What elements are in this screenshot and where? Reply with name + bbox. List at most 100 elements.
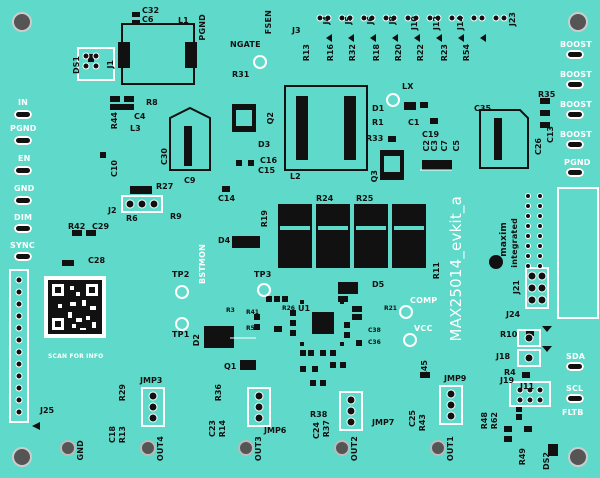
- ref-r23: R23: [440, 44, 449, 62]
- pad-label-boost-1: BOOST: [560, 40, 592, 49]
- ref-j4: J4: [322, 16, 331, 25]
- pad-label-en: EN: [18, 154, 31, 163]
- net-pgnd-top: PGND: [198, 14, 207, 41]
- pad-label-in: IN: [18, 98, 29, 107]
- brand-integrated: integrated: [510, 218, 519, 268]
- ref-c28: C28: [88, 256, 106, 265]
- out4-label: OUT4: [156, 436, 165, 462]
- ref-r6: R6: [126, 214, 138, 223]
- ref-r27: R27: [156, 182, 174, 191]
- ref-d2: D2: [192, 334, 201, 347]
- ref-c9: C9: [184, 176, 196, 185]
- pad-sda[interactable]: [566, 362, 584, 371]
- ref-r42: R42: [68, 222, 86, 231]
- out-gnd-label: GND: [76, 440, 85, 461]
- ref-r44: R44: [110, 112, 119, 130]
- ref-c38: C38: [368, 327, 381, 334]
- pad-dim[interactable]: [14, 224, 32, 233]
- ref-q2: Q2: [266, 112, 275, 125]
- ref-r10: R10: [500, 330, 518, 339]
- ref-r37: R37: [322, 420, 331, 438]
- pad-boost-3[interactable]: [566, 110, 584, 119]
- out1-label: OUT1: [446, 436, 455, 462]
- jmp9-label: JMP9: [444, 374, 467, 383]
- pad-en[interactable]: [14, 166, 32, 175]
- out2-label: OUT2: [350, 436, 359, 462]
- ref-j12: J12: [432, 16, 441, 31]
- ref-r13: R13: [302, 44, 311, 62]
- j21-label: J21: [512, 280, 521, 295]
- ref-r1: R1: [372, 118, 384, 127]
- ref-r32: R32: [348, 44, 357, 62]
- ref-c29: C29: [92, 222, 110, 231]
- ref-q1: Q1: [224, 362, 237, 371]
- ref-r38: R38: [310, 410, 328, 419]
- pad-boost-2[interactable]: [566, 80, 584, 89]
- ref-c7: C7: [440, 140, 449, 152]
- ref-c10: C10: [110, 160, 119, 178]
- pad-in[interactable]: [14, 110, 32, 119]
- ref-u1: U1: [298, 304, 311, 313]
- ref-r21: R21: [384, 305, 397, 312]
- ref-r26: R26: [282, 305, 295, 312]
- out3-label: OUT3: [254, 436, 263, 462]
- ref-l1: L1: [178, 16, 189, 25]
- pad-pgnd[interactable]: [14, 136, 32, 145]
- ref-r19: R19: [260, 210, 269, 228]
- ref-c13: C13: [546, 126, 555, 144]
- ref-j6: J6: [366, 16, 375, 25]
- j2-label: J2: [108, 206, 117, 215]
- brand-maxim: maxim: [499, 222, 509, 257]
- ref-r54: R54: [462, 44, 471, 62]
- pad-boost-4[interactable]: [566, 140, 584, 149]
- pad-gnd[interactable]: [14, 196, 32, 205]
- ref-r35: R35: [538, 90, 556, 99]
- ref-c24: C24: [312, 422, 321, 440]
- net-bstmon: BSTMON: [198, 244, 207, 284]
- pad-sync[interactable]: [14, 252, 32, 261]
- ref-c1: C1: [408, 118, 420, 127]
- pad-label-scl: SCL: [566, 384, 584, 393]
- ref-r41: R41: [246, 309, 259, 316]
- qr-code[interactable]: [44, 276, 106, 338]
- pad-boost-1[interactable]: [566, 50, 584, 59]
- tp3-label: TP3: [254, 270, 272, 279]
- ref-c23: C23: [208, 420, 217, 438]
- ref-r8: R8: [146, 98, 158, 107]
- pad-label-gnd: GND: [14, 184, 35, 193]
- ref-r7: R7: [244, 362, 256, 371]
- ref-q3: Q3: [370, 170, 379, 183]
- ref-r29: R29: [118, 384, 127, 402]
- pad-label-boost-4: BOOST: [560, 130, 592, 139]
- net-lx: LX: [402, 82, 414, 91]
- ref-d3: D3: [258, 140, 271, 149]
- ref-r49: R49: [518, 448, 527, 466]
- pad-pgnd-right[interactable]: [566, 168, 584, 177]
- jmp6-label: JMP6: [264, 426, 287, 435]
- j18-label: J18: [496, 352, 511, 361]
- ref-c26: C26: [534, 138, 543, 156]
- pad-label-fltb: FLTB: [562, 408, 584, 417]
- pad-label-sync: SYNC: [10, 241, 35, 250]
- ref-j14: J14: [456, 16, 465, 31]
- pad-label-sda: SDA: [566, 352, 586, 361]
- tp1-label: TP1: [172, 330, 190, 339]
- ref-j8: J8: [388, 16, 397, 25]
- pad-label-pgnd: PGND: [10, 124, 37, 133]
- ref-c14: C14: [218, 194, 236, 203]
- pad-scl[interactable]: [566, 394, 584, 403]
- ds2-label: DS2: [542, 452, 551, 470]
- ref-r31: R31: [232, 70, 250, 79]
- j25-label: J25: [40, 406, 55, 415]
- ref-d5: D5: [372, 280, 385, 289]
- ref-l3: L3: [130, 124, 141, 133]
- jmp3-label: JMP3: [140, 376, 163, 385]
- ref-r11: R11: [432, 262, 441, 280]
- ref-j10: J10: [410, 16, 419, 31]
- ref-c6: C6: [142, 15, 154, 24]
- ref-r3: R3: [226, 307, 235, 314]
- ref-r43: R43: [418, 414, 427, 432]
- ref-c5: C5: [452, 140, 461, 152]
- ref-c30: C30: [160, 148, 169, 166]
